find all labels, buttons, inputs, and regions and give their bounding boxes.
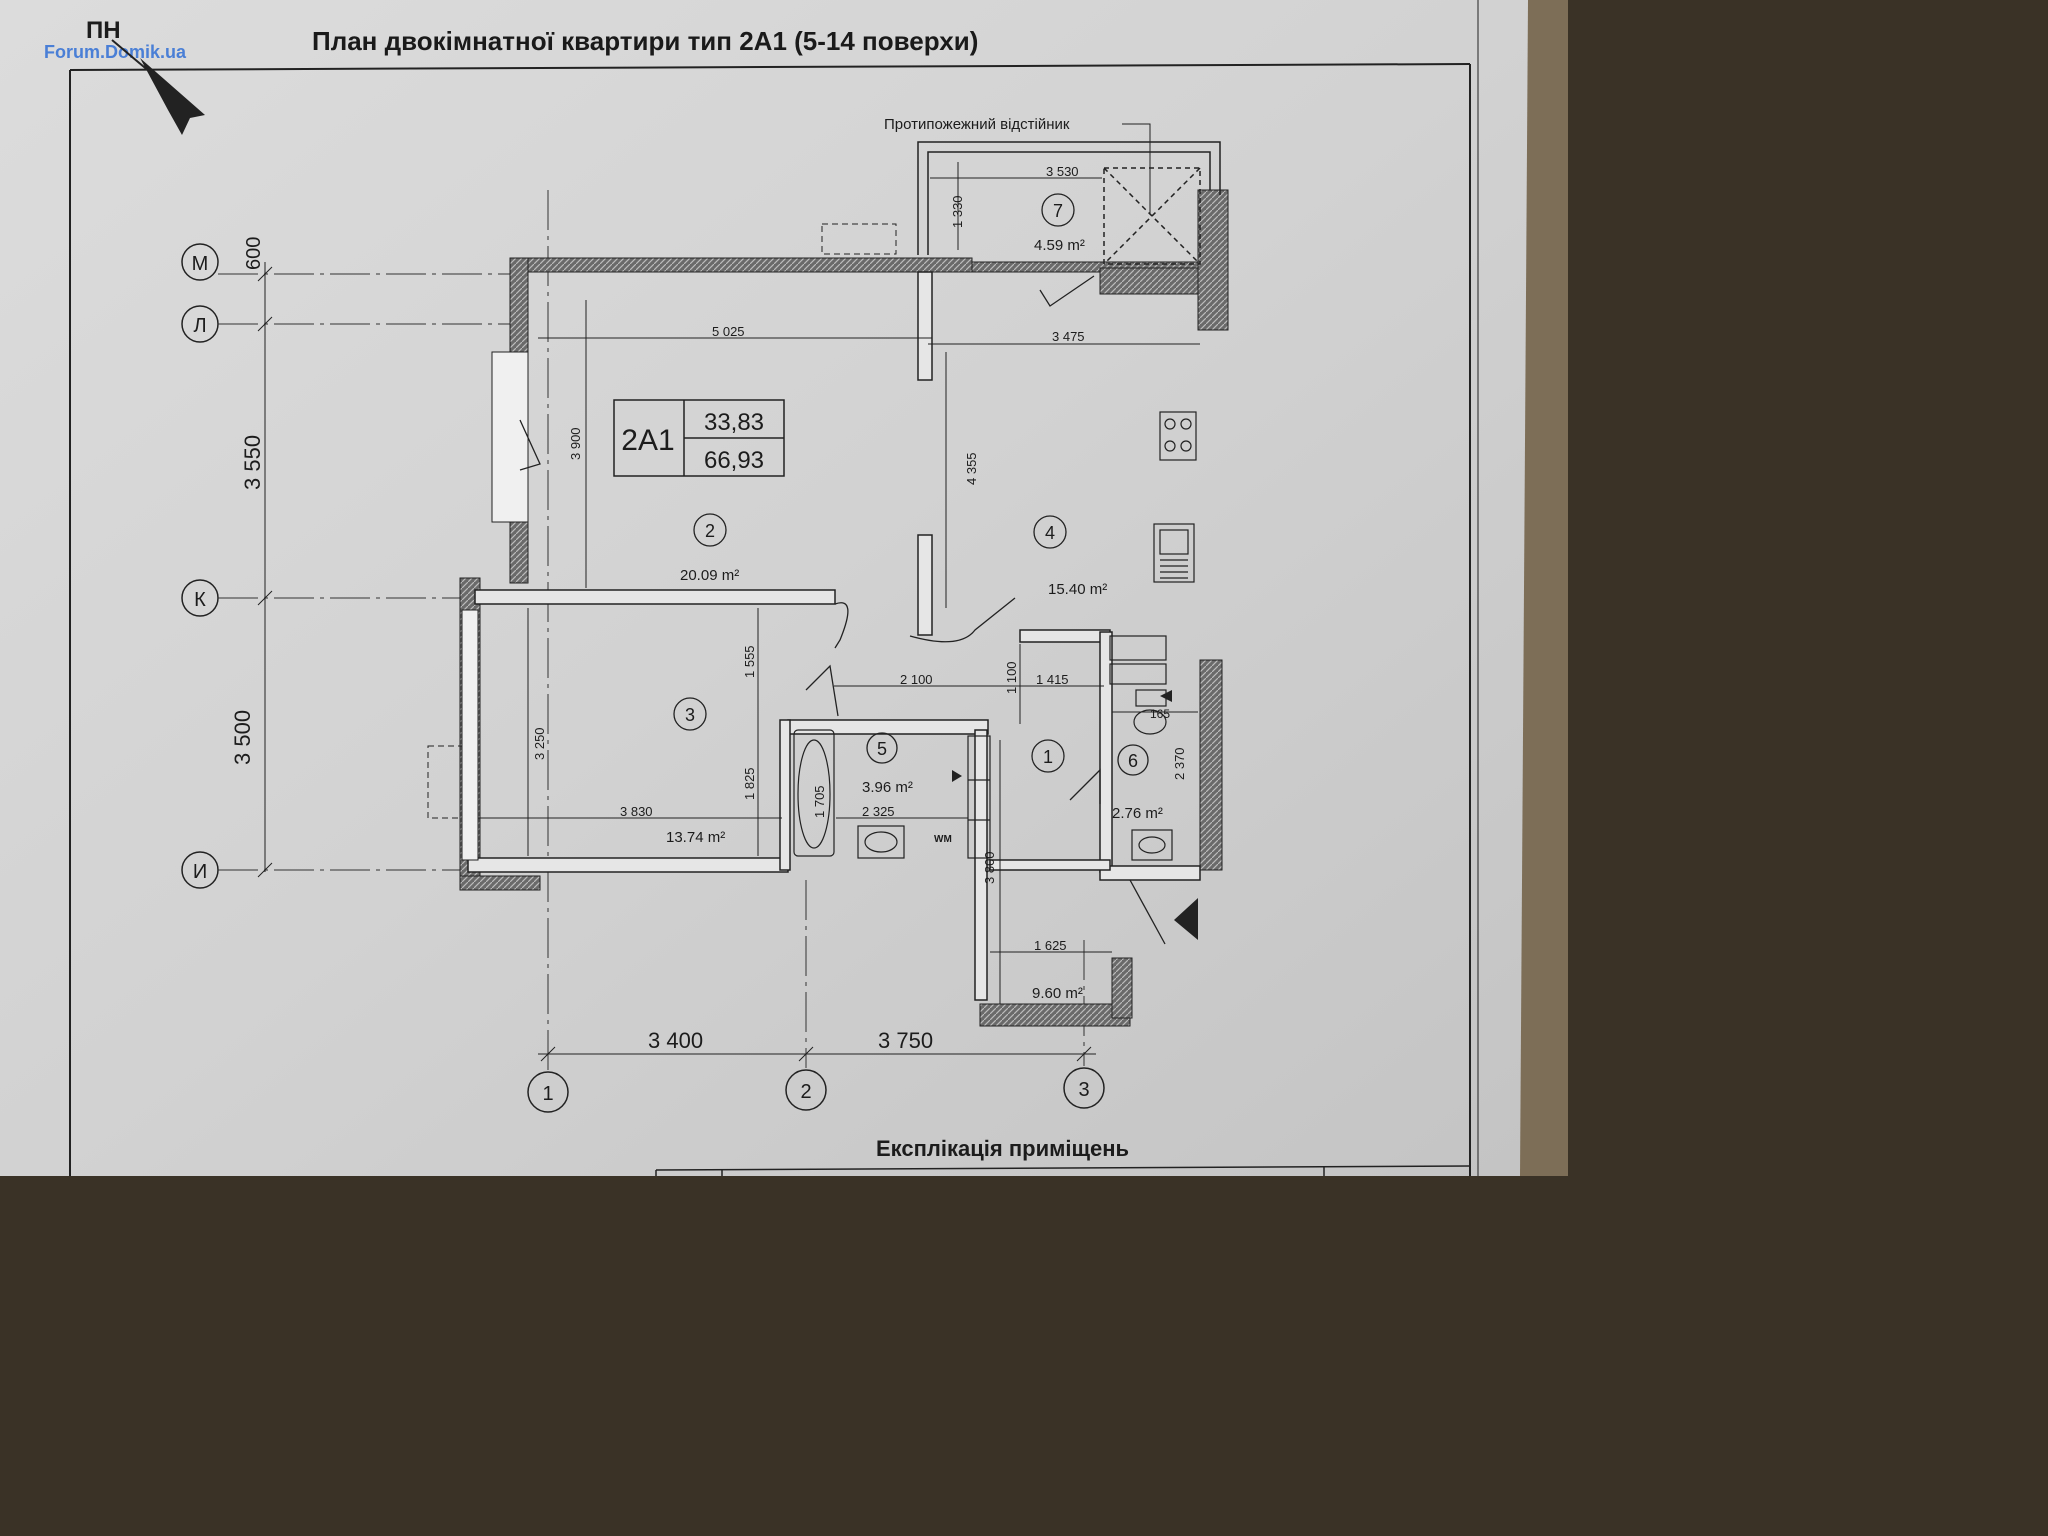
dim-2370: 2 370 [1172, 747, 1187, 780]
room-3: 3 13.74 m² [666, 697, 725, 846]
entrance-arrow-icon [1174, 898, 1198, 940]
dim-3900: 3 900 [568, 427, 583, 460]
interior-walls [467, 271, 1201, 1001]
room-6: 6 2.76 m² [1112, 744, 1163, 822]
row-dim-3500: 3 500 [230, 710, 255, 765]
frame-top [69, 63, 1471, 71]
col-axis-lines [547, 190, 1085, 1070]
dim-5025: 5 025 [712, 324, 745, 339]
dim-1825: 1 825 [742, 767, 757, 800]
total-area: 66,93 [704, 447, 764, 474]
riser-marker-icon [952, 770, 962, 782]
bathroom-sink-icon [857, 825, 905, 859]
watermark: Forum.Domik.ua [44, 42, 187, 62]
room-1: 1 9.60 m² [1031, 739, 1083, 1002]
room-2-area: 20.09 m² [680, 567, 739, 584]
dim-1555: 1 555 [742, 645, 757, 678]
cabinet-icon [1109, 635, 1167, 685]
shelving-icon [967, 735, 991, 859]
explication-table-edge [655, 1165, 1471, 1176]
axis-col-2: 2 [785, 1069, 827, 1111]
svg-text:3: 3 [1078, 1079, 1089, 1101]
dim-1415: 1 415 [1036, 672, 1069, 687]
room-1-area: 9.60 m² [1032, 985, 1083, 1002]
dim-2325: 2 325 [862, 804, 895, 819]
windows [427, 223, 897, 861]
svg-text:М: М [192, 253, 209, 275]
washbasin-icon [1131, 829, 1173, 861]
room-5-number: 5 [877, 739, 887, 759]
dimension-lines [478, 162, 1201, 1004]
room-2: 2 20.09 m² [680, 513, 739, 584]
room-5: 5 3.96 m² [862, 732, 913, 796]
svg-text:И: И [193, 861, 207, 883]
dim-3800: 3 800 [982, 851, 997, 884]
svg-text:2: 2 [800, 1081, 811, 1103]
room-4-area: 15.40 m² [1048, 581, 1107, 598]
room-4: 4 15.40 m² [1033, 515, 1107, 598]
dim-165: 165 [1150, 707, 1170, 721]
axis-col-1: 1 [527, 1071, 569, 1113]
fire-refuge-outline [917, 141, 1221, 265]
col-dim-3750: 3 750 [878, 1028, 933, 1053]
explication-title: Експлікація приміщень [876, 1136, 1129, 1161]
apartment-type: 2А1 [621, 424, 674, 457]
room-7-number: 7 [1053, 201, 1063, 221]
dim-4355: 4 355 [964, 452, 979, 485]
dim-1330: 1 330 [950, 195, 965, 228]
svg-text:1: 1 [542, 1083, 553, 1105]
kitchen-stove-icon [1159, 411, 1197, 461]
dim-3830: 3 830 [620, 804, 653, 819]
dim-3250: 3 250 [532, 727, 547, 760]
dim-3530: 3 530 [1046, 164, 1079, 179]
photo-background: ПН Forum.Domik.ua План двокімнатної квар… [0, 0, 1568, 1176]
vent-marker-icon [1160, 690, 1172, 702]
row-dimension-chain [257, 262, 273, 878]
room-6-number: 6 [1128, 751, 1138, 771]
dim-1705: 1 705 [812, 785, 827, 818]
row-axis-lines [218, 273, 520, 871]
room-6-area: 2.76 m² [1112, 805, 1163, 822]
axis-col-3: 3 [1063, 1067, 1105, 1109]
room-5-area: 3.96 m² [862, 779, 913, 796]
page-title: План двокімнатної квартири тип 2А1 (5-14… [312, 26, 978, 56]
living-area: 33,83 [704, 409, 764, 436]
room-2-number: 2 [705, 521, 715, 541]
room-4-number: 4 [1045, 523, 1055, 543]
north-arrow-icon [111, 39, 205, 135]
fire-refuge-callout: Протипожежний відстійник [884, 116, 1070, 133]
axis-row-m: М [181, 243, 219, 281]
doors [519, 275, 1166, 945]
col-dim-3400: 3 400 [648, 1028, 703, 1053]
svg-text:К: К [194, 589, 206, 611]
callout-leader [1122, 123, 1151, 214]
dim-3475: 3 475 [1052, 329, 1085, 344]
room-7-area: 4.59 m² [1034, 237, 1085, 254]
room-7: 7 4.59 m² [1034, 193, 1085, 254]
paper-sheet [0, 0, 1528, 1176]
north-label: ПН [86, 17, 121, 44]
room-3-area: 13.74 m² [666, 829, 725, 846]
dim-2100: 2 100 [900, 672, 933, 687]
bathtub-icon [793, 729, 835, 857]
row-dim-3550: 3 550 [240, 435, 265, 490]
col-dimension-chain [538, 1046, 1096, 1062]
dim-1625: 1 625 [1034, 938, 1067, 953]
room-1-number: 1 [1043, 747, 1053, 767]
floor-plan-sheet: ПН Forum.Domik.ua План двокімнатної квар… [0, 0, 1528, 1176]
washing-machine-label: WM [934, 834, 952, 845]
dim-1100: 1 100 [1004, 661, 1019, 694]
room-3-number: 3 [685, 705, 695, 725]
row-dim-600: 600 [243, 237, 265, 270]
apartment-tag: 2А1 33,83 66,93 [613, 399, 785, 477]
kitchen-sink-icon [1153, 523, 1195, 583]
svg-text:Л: Л [193, 315, 206, 337]
